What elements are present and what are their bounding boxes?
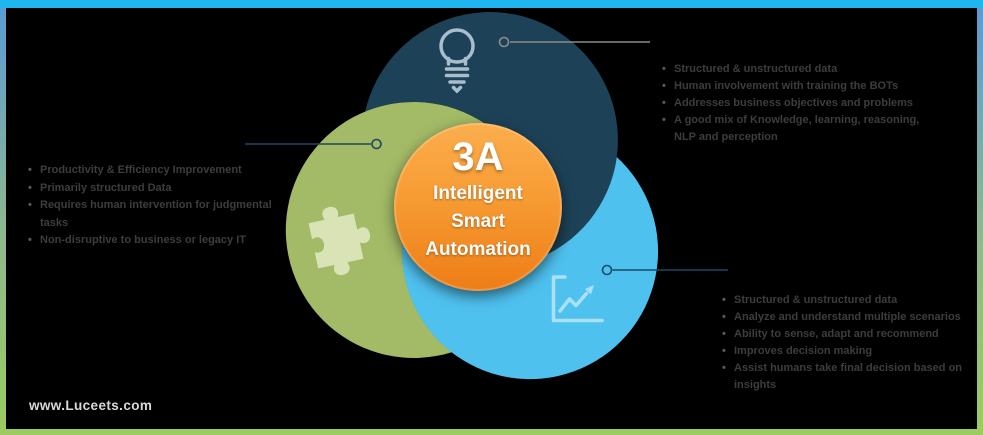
callout-left-anchor-circle (371, 138, 382, 150)
list-item: Assist humans take final decision based … (720, 360, 983, 394)
center-line-automation: Automation (425, 239, 531, 260)
list-item: Analyze and understand multiple scenario… (720, 309, 983, 326)
list-item: Ability to sense, adapt and recommend (720, 326, 983, 343)
bullet-list: Productivity & Efficiency Improvement Pr… (26, 162, 276, 250)
list-item: Human involvement with training the BOTs (660, 78, 938, 95)
callout-left (245, 138, 382, 150)
list-item: Productivity & Efficiency Improvement (26, 162, 276, 180)
list-item: Structured & unstructured data (660, 61, 938, 78)
list-item: Requires human intervention for judgment… (26, 197, 276, 232)
center-line-smart: Smart (451, 211, 505, 232)
callout-bottom-right (601, 264, 728, 276)
list-item: Non-disruptive to business or legacy IT (26, 232, 276, 250)
callout-top (498, 36, 650, 48)
frame-border-left (0, 8, 6, 429)
segment-process-automation (285, 101, 493, 358)
list-item: Improves decision making (720, 343, 983, 360)
list-item: A good mix of Knowledge, learning, reaso… (660, 112, 938, 146)
frame-border-bottom (0, 429, 983, 435)
frame-border-top (0, 0, 983, 8)
line-chart-icon (551, 275, 604, 323)
bullet-list: Structured & unstructured data Analyze a… (720, 292, 983, 394)
bullet-list-left: Productivity & Efficiency Improvement Pr… (26, 162, 276, 250)
bullet-list: Structured & unstructured data Human inv… (660, 61, 938, 146)
bullet-list-bottom-right: Structured & unstructured data Analyze a… (720, 292, 983, 394)
puzzle-icon (308, 207, 370, 275)
callout-top-anchor-circle (498, 36, 510, 48)
list-item: Primarily structured Data (26, 180, 276, 198)
watermark: www.Luceets.com (29, 398, 153, 413)
center-badge: 3A (452, 135, 504, 179)
list-item: Addresses business objectives and proble… (660, 95, 938, 112)
callout-bottom-right-anchor-circle (601, 264, 613, 276)
list-item: Structured & unstructured data (720, 292, 983, 309)
center-line-intelligent: Intelligent (433, 183, 523, 204)
lightbulb-icon (439, 28, 475, 94)
bullet-list-top-right: Structured & unstructured data Human inv… (660, 61, 938, 146)
frame-border-right (977, 8, 983, 429)
center-circle: 3A Intelligent Smart Automation (394, 123, 562, 291)
